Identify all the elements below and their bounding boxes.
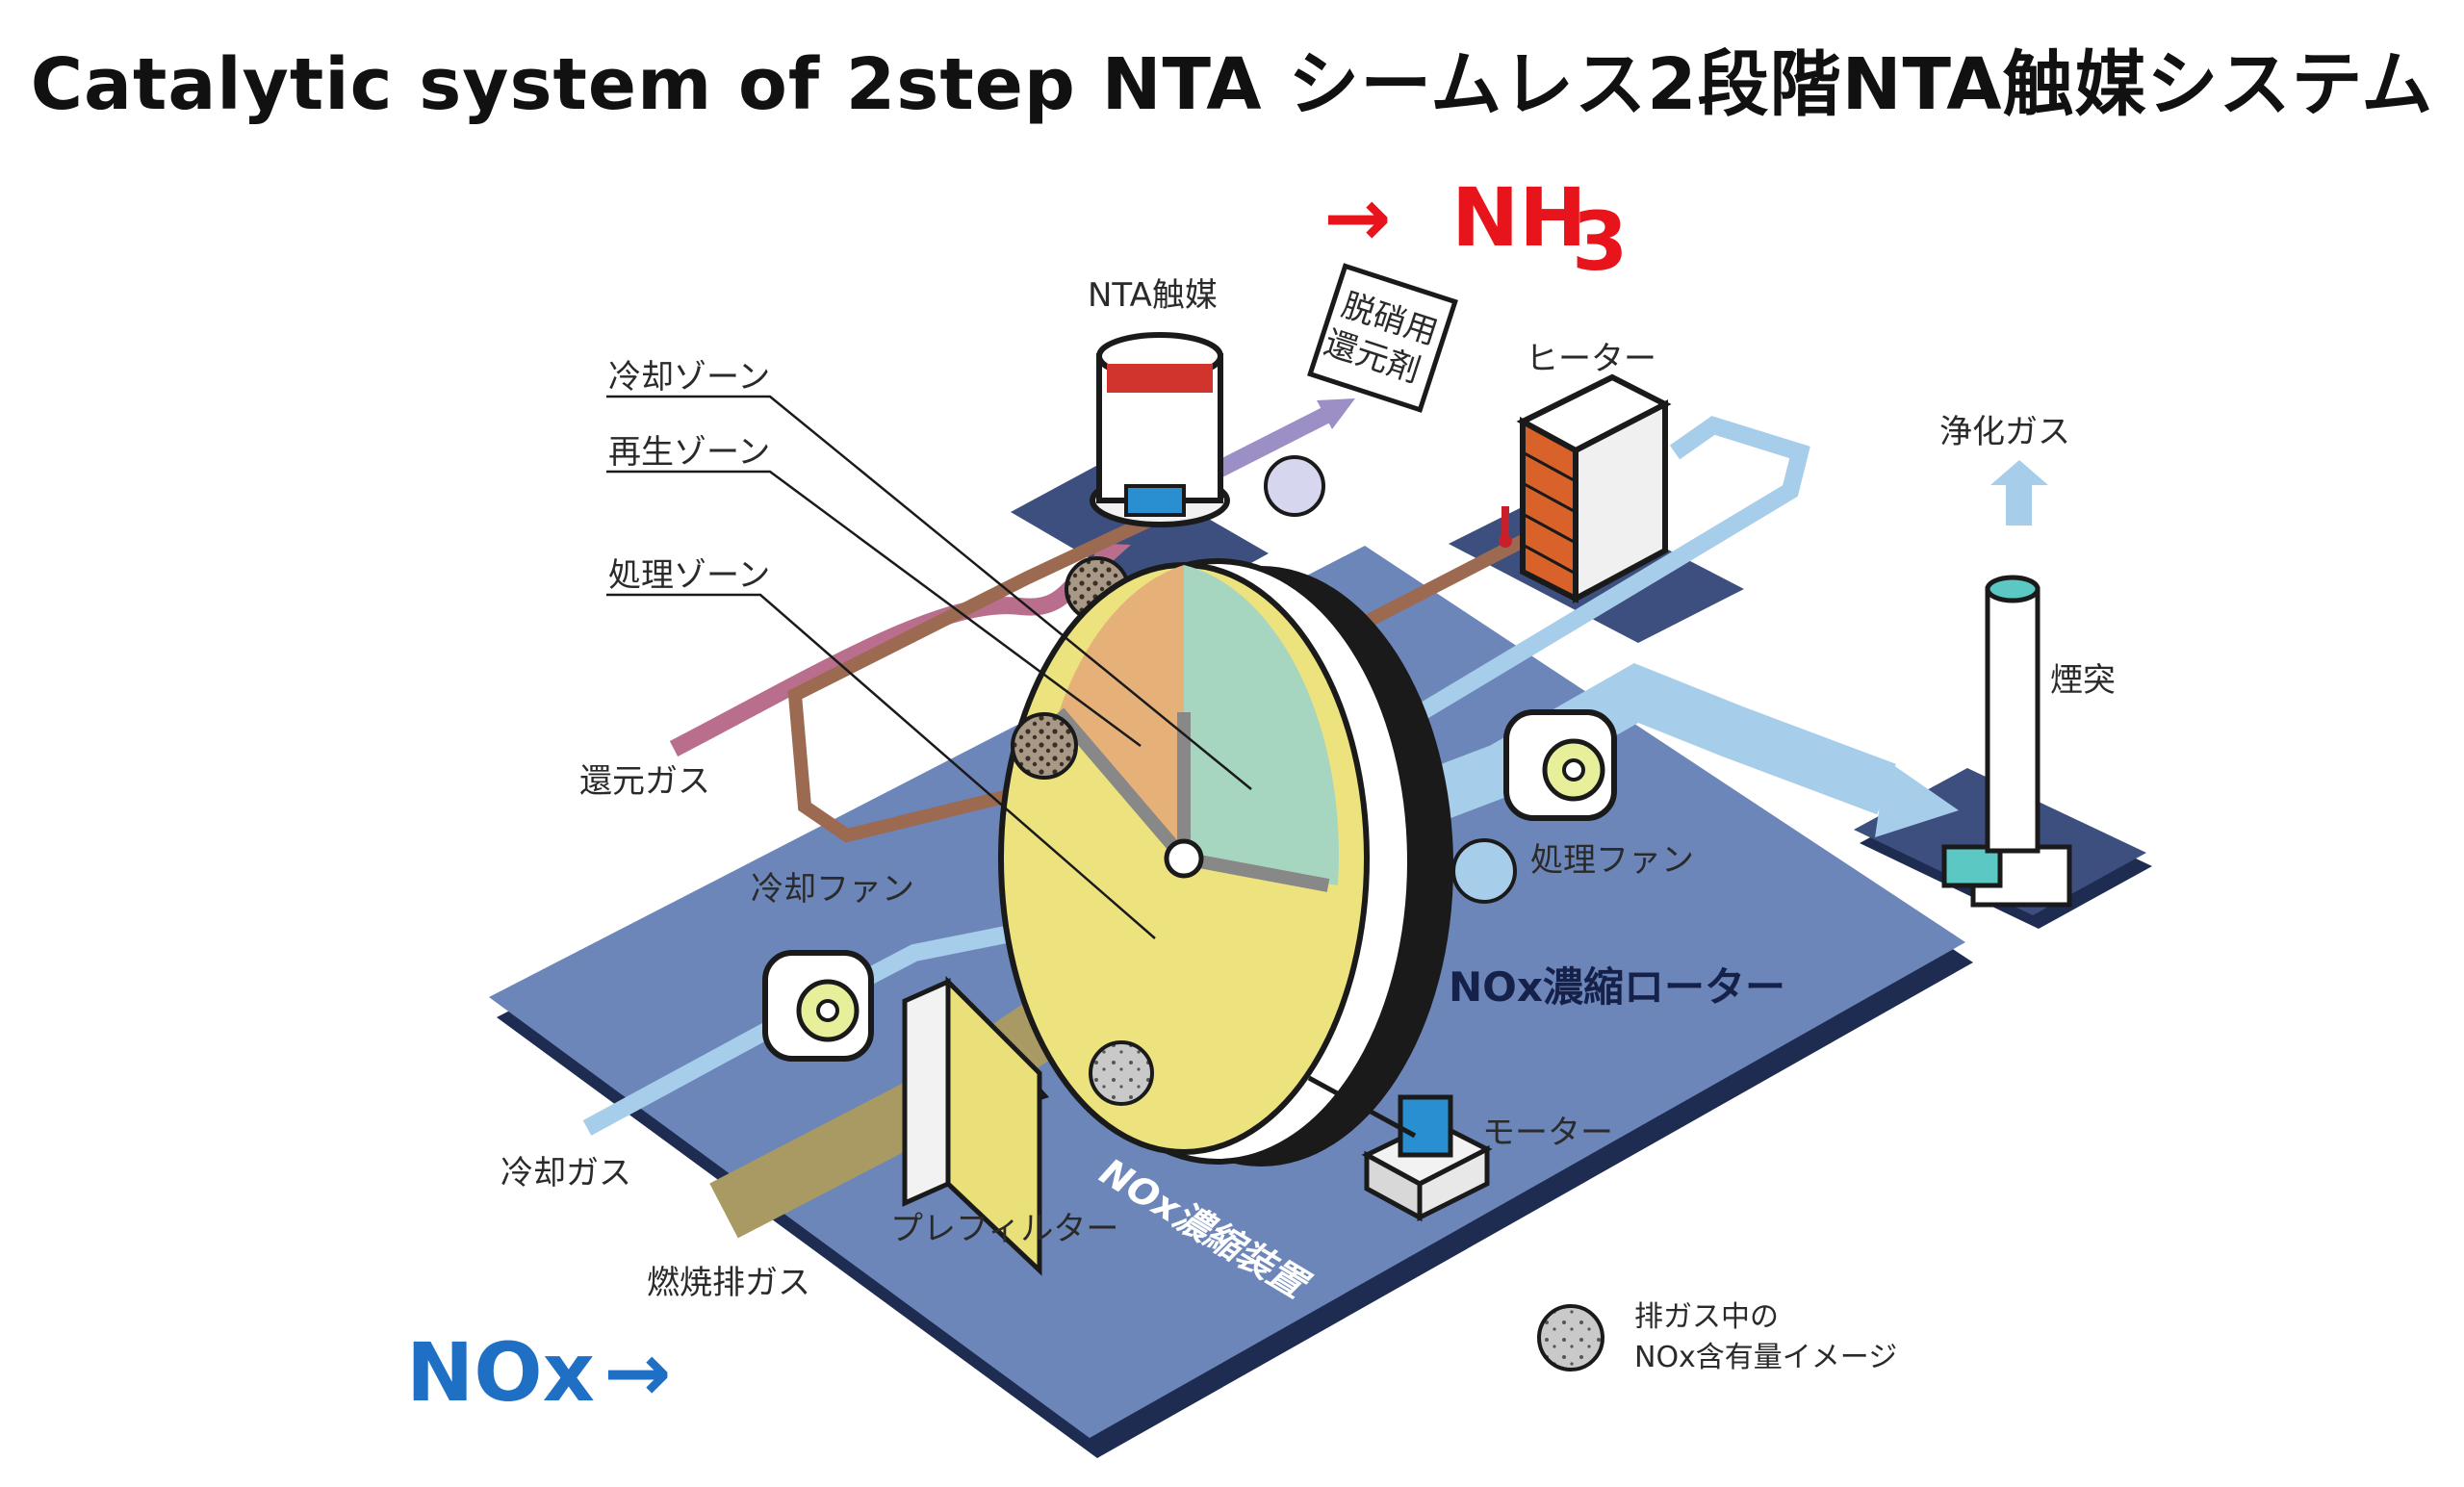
legend-label-line2: NOx含有量イメージ	[1634, 1341, 1897, 1374]
reductant-flow	[1198, 405, 1333, 486]
nh3-subscript: 3	[1572, 194, 1628, 289]
reductant-sign	[1307, 263, 1458, 413]
treated-gas-arrowhead	[1875, 760, 1959, 837]
regeneration-zone-label: 再生ゾーン	[608, 433, 770, 472]
prefilter	[902, 975, 1049, 1276]
legend-sample-icon	[1537, 1304, 1604, 1372]
chimney	[1941, 575, 2072, 908]
reductant-arrowhead	[1317, 398, 1355, 429]
reductant-sample-icon	[1264, 455, 1325, 517]
nh3-text: NH	[1451, 170, 1587, 265]
purified-gas-label: 浄化ガス	[1939, 413, 2070, 451]
nta-catalyst-label: NTA触媒	[1088, 276, 1218, 315]
leader-lines	[606, 395, 1252, 939]
rotor-label: NOx濃縮ローター	[1449, 963, 1785, 1011]
legend-label-line1: 排ガス中の	[1634, 1300, 1779, 1334]
cooling-return-flow	[1352, 416, 1810, 758]
rotor-cooling-zone	[1184, 565, 1340, 885]
nh3-callout: → NH 3	[1323, 170, 1628, 289]
nox-text: NOx	[406, 1325, 595, 1420]
cooling-zone-label: 冷却ゾーン	[608, 358, 770, 397]
heater-label: ヒーター	[1526, 340, 1656, 378]
treatment-fan	[1503, 709, 1617, 821]
reducing-gas-label: 還元ガス	[579, 762, 710, 801]
exhaust-sample-icon	[1089, 1040, 1154, 1106]
motor	[1307, 1075, 1493, 1222]
regeneration-flow	[787, 511, 1158, 843]
prefilter-label: プレフィルター	[890, 1210, 1118, 1248]
combustion-exhaust-label: 燃焼排ガス	[647, 1264, 810, 1302]
heater-unit	[1516, 373, 1672, 604]
treatment-zone-label: 処理ゾーン	[608, 556, 770, 595]
nh3-arrow-icon: →	[1323, 170, 1391, 265]
treatment-fan-sample-icon	[1451, 838, 1517, 904]
treatment-fan-label: 処理ファン	[1530, 841, 1694, 880]
cooling-fan-label: 冷却ファン	[751, 870, 914, 909]
motor-label: モーター	[1482, 1114, 1613, 1152]
cooling-gas-label: 冷却ガス	[500, 1154, 631, 1192]
nox-callout: NOx →	[406, 1325, 671, 1420]
rotor-inlet-sample-icon	[1011, 712, 1078, 780]
nta-catalyst-unit	[1090, 332, 1230, 527]
thermometer-icon	[1499, 506, 1512, 548]
purified-gas-arrow	[1990, 460, 2048, 526]
treated-gas-flow	[1396, 662, 1896, 833]
nox-arrow-icon: →	[603, 1325, 671, 1420]
chimney-label: 煙突	[2050, 661, 2116, 700]
page-title: Catalytic system of 2step NTA シームレス2段階NT…	[30, 43, 2434, 126]
cooling-fan	[762, 950, 874, 1062]
rotor-regeneration-zone	[1059, 565, 1184, 859]
